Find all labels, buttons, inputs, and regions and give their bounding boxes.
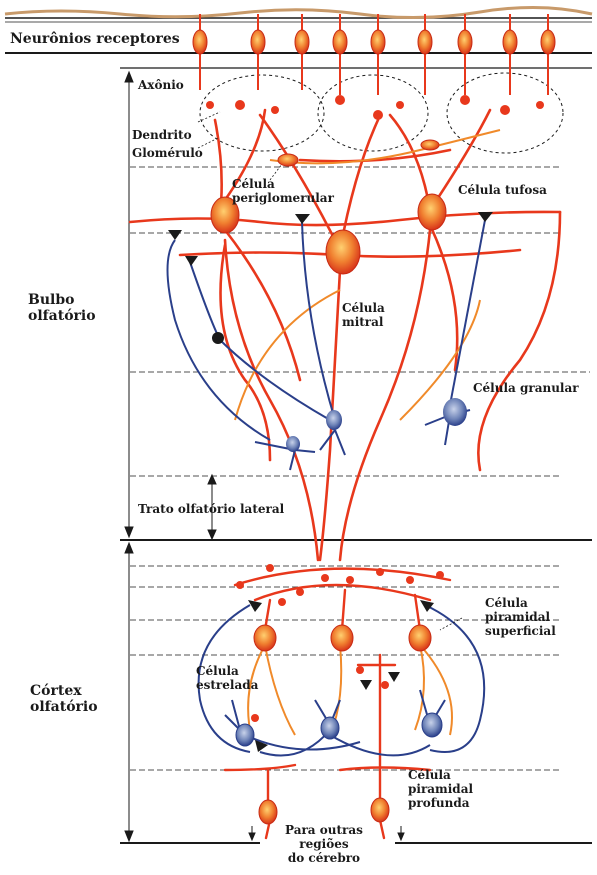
superficial-pyramidal-soma: [409, 625, 431, 651]
label-line: mitral: [342, 315, 385, 329]
label-line: estrelada: [196, 678, 258, 692]
label-line: periglomerular: [232, 191, 334, 205]
label-line: profunda: [408, 796, 473, 810]
label-line: Célula: [232, 177, 334, 191]
granule-cell-soma: [443, 398, 467, 426]
granule-cell-soma: [286, 436, 300, 452]
label-line: olfatório: [28, 308, 96, 324]
label-glomerulus: Glomérulo: [132, 146, 203, 160]
granule-cell-soma: [326, 410, 342, 430]
receptor-neuron: [200, 14, 548, 95]
label-line: do cérebro: [285, 851, 363, 865]
label-line: Célula: [342, 301, 385, 315]
label-olfactory-cortex: Córtex olfatório: [30, 683, 98, 715]
label-dendrite: Dendrito: [132, 128, 192, 142]
range-brackets: [125, 72, 216, 841]
label-line: Célula: [196, 664, 258, 678]
label-tufted-cell: Célula tufosa: [458, 183, 547, 197]
label-line: piramidal: [485, 610, 556, 624]
label-periglomerular-cell: Célula periglomerular: [232, 177, 334, 205]
label-line: Célula: [408, 768, 473, 782]
label-line: piramidal: [408, 782, 473, 796]
glomerulus-2: [318, 75, 428, 151]
label-line: Célula: [485, 596, 556, 610]
label-deep-pyramidal-cell: Célula piramidal profunda: [408, 768, 473, 810]
label-line: Córtex: [30, 683, 98, 699]
superficial-pyramidal-soma: [254, 625, 276, 651]
tufted-cell-soma: [418, 194, 446, 230]
stellate-cell-soma: [422, 713, 442, 737]
deep-pyramidal-soma: [259, 800, 277, 824]
mitral-cell-soma: [326, 230, 360, 274]
label-mitral-cell: Célula mitral: [342, 301, 385, 329]
receptor-neurons: [5, 7, 592, 120]
bulb-red-processes: [130, 110, 560, 560]
label-line: Para outras: [285, 823, 363, 837]
label-lateral-olfactory-tract: Trato olfatório lateral: [138, 502, 284, 516]
deep-pyramidal-soma: [371, 798, 389, 822]
label-line: regiões: [285, 837, 363, 851]
layer-lines: [5, 18, 592, 843]
label-axon: Axônio: [138, 78, 184, 92]
label-granule-cell: Célula granular: [473, 381, 579, 395]
label-line: olfatório: [30, 699, 98, 715]
label-receptor-neurons: Neurônios receptores: [10, 31, 180, 47]
label-line: superficial: [485, 624, 556, 638]
stellate-cell-soma: [321, 717, 339, 739]
label-line: Bulbo: [28, 292, 96, 308]
label-other-brain-regions: Para outras regiões do cérebro: [285, 823, 363, 865]
superficial-pyramidal-soma: [331, 625, 353, 651]
label-stellate-cell: Célula estrelada: [196, 664, 258, 692]
label-superficial-pyramidal-cell: Célula piramidal superficial: [485, 596, 556, 638]
label-olfactory-bulb: Bulbo olfatório: [28, 292, 96, 324]
stellate-cell-soma: [236, 724, 254, 746]
periglomerular-cell-soma: [278, 154, 298, 166]
